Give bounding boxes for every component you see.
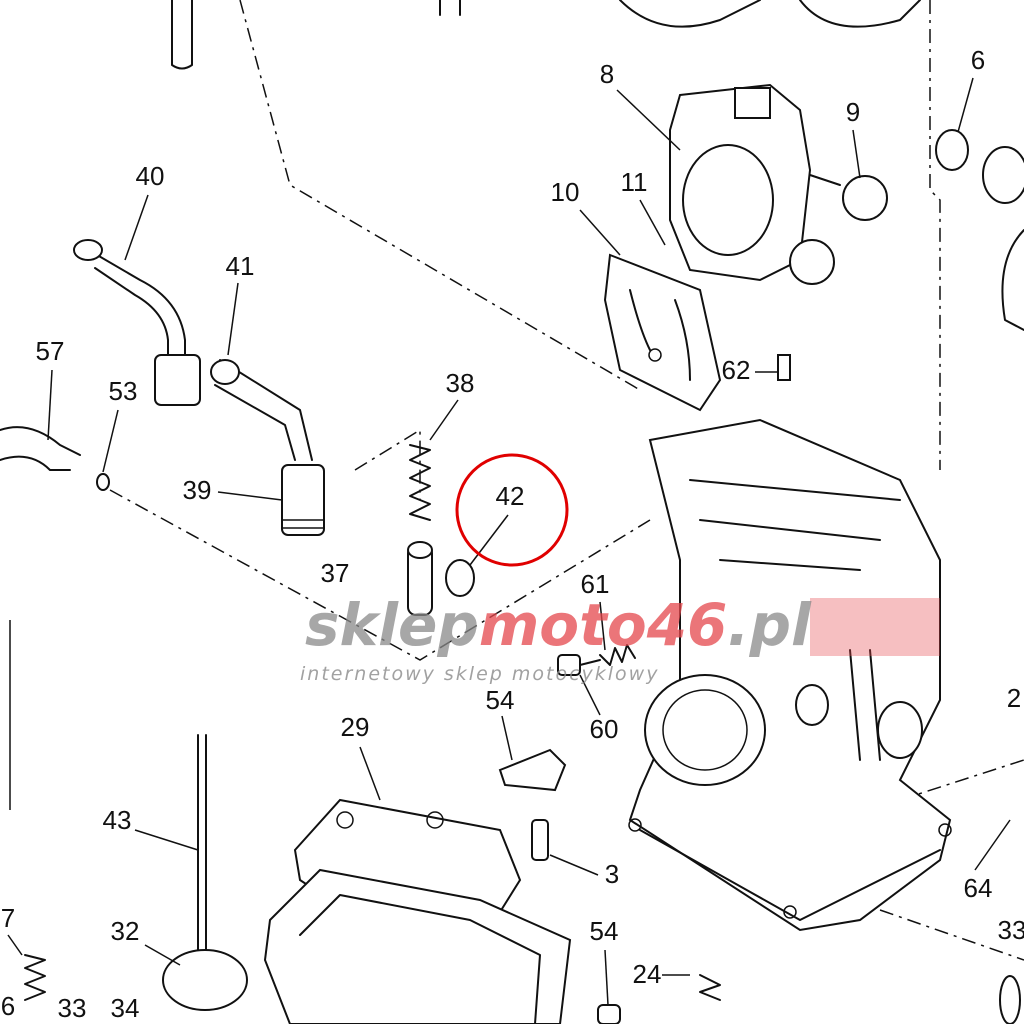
part-43-needle	[197, 734, 207, 966]
part-42-oring	[445, 559, 475, 597]
cap	[789, 239, 835, 285]
callout-6-lower: 6	[1, 991, 15, 1021]
part-54-bracket	[498, 748, 567, 792]
callout-40: 40	[136, 161, 165, 191]
part-61-spring	[599, 644, 636, 666]
callout-3: 3	[605, 859, 619, 889]
callout-32: 32	[111, 916, 140, 946]
callout-29: 29	[341, 712, 370, 742]
callout-54: 54	[486, 685, 515, 715]
callout-37: 37	[321, 558, 350, 588]
callout-60: 60	[590, 714, 619, 744]
callout-11: 11	[621, 167, 648, 197]
part-62-screw	[777, 354, 791, 381]
callout-38: 38	[446, 368, 475, 398]
carburetor-body	[628, 418, 952, 932]
watermark: sklepmoto46.pl internetowy sklep motocyk…	[300, 591, 940, 685]
callout-6: 6	[971, 45, 985, 75]
callout-64: 64	[964, 873, 993, 903]
part-9-cap	[842, 175, 888, 221]
callout-labels: 8 6 9 40 10 11 41 57 53 38 62 39 42 37 6…	[1, 45, 1024, 1023]
callout-10: 10	[551, 177, 580, 207]
callout-33: 33	[998, 915, 1024, 945]
part-38-spring	[409, 444, 431, 521]
part-10-gasket	[603, 253, 722, 412]
callout-41: 41	[226, 251, 255, 281]
callout-42: 42	[496, 481, 525, 511]
watermark-brand: sklepmoto46.pl	[305, 591, 812, 659]
part-37-jet	[407, 541, 433, 616]
callout-53: 53	[109, 376, 138, 406]
callout-9: 9	[846, 97, 860, 127]
part-8-throttle-housing	[669, 83, 841, 282]
part-60-screw	[557, 654, 601, 676]
part-57-hose	[0, 426, 81, 471]
cover-edge	[1001, 229, 1024, 331]
part-41-hose	[210, 359, 313, 461]
tube-top	[171, 0, 921, 70]
guide-lines	[9, 0, 1024, 961]
callout-61: 61	[581, 569, 610, 599]
washer	[982, 146, 1024, 204]
callout-7: 7	[1, 903, 15, 933]
part-3-bolt	[531, 819, 549, 861]
callout-39: 39	[183, 475, 212, 505]
leader-lines	[7, 77, 1011, 1006]
highlight-circle-part-42	[455, 453, 569, 567]
callout-54-lower: 54	[590, 916, 619, 946]
part-53-clip	[96, 473, 110, 491]
callout-33-lower: 33	[58, 993, 87, 1023]
callout-2: 2	[1007, 683, 1021, 713]
part-24-spring	[699, 974, 721, 1001]
callout-57: 57	[36, 336, 65, 366]
callout-43: 43	[103, 805, 132, 835]
part-54-screw	[597, 1004, 621, 1024]
part-29-float-bowl-gasket	[263, 798, 572, 1024]
part-40-hose-fitting	[73, 239, 201, 406]
part-7-spring	[24, 954, 46, 1001]
callout-24: 24	[633, 959, 662, 989]
part-32-piston	[162, 949, 248, 1011]
part-39-plug	[281, 464, 325, 536]
callout-62: 62	[722, 355, 751, 385]
part-33-ring	[999, 975, 1021, 1024]
part-6-washer	[935, 129, 969, 171]
callout-8: 8	[600, 59, 614, 89]
callout-34: 34	[111, 993, 140, 1023]
watermark-tagline: internetowy sklep motocyklowy	[300, 663, 659, 685]
